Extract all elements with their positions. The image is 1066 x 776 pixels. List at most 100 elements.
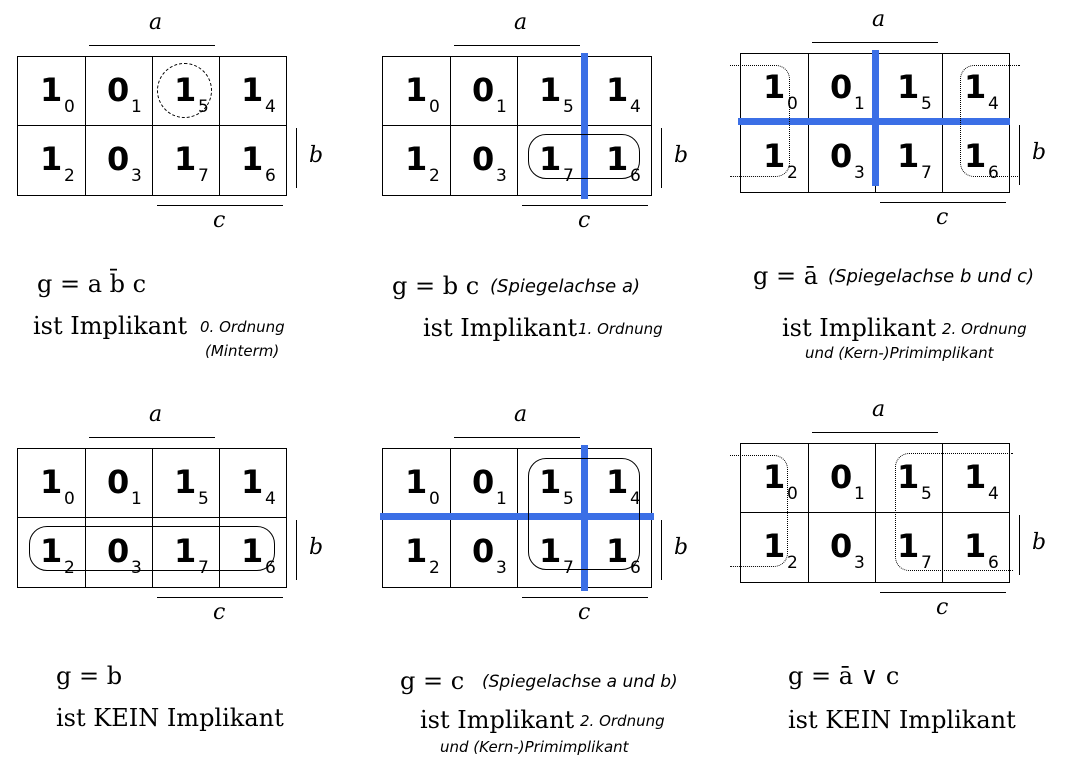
label-a: a	[514, 10, 528, 35]
cell-index: 5	[921, 94, 932, 114]
implicant-loop-left	[730, 65, 790, 177]
bar-c	[157, 597, 283, 598]
bar-c	[522, 205, 648, 206]
statement-1: ist Implikant	[33, 312, 188, 340]
cell-index: 2	[429, 558, 440, 578]
formula-5: g = c	[400, 667, 465, 695]
label-c: c	[578, 600, 591, 625]
label-a: a	[149, 402, 163, 427]
cell-value: 1	[763, 68, 786, 106]
cell-index: 1	[854, 94, 865, 114]
cell-index: 4	[988, 94, 999, 114]
cell-value: 1	[606, 71, 629, 109]
formula-note-5: (Spiegelachse a und b)	[482, 672, 678, 692]
cell-value: 1	[763, 458, 786, 496]
cell-value: 0	[830, 68, 853, 106]
cell-index: 2	[787, 163, 798, 183]
cell-index: 7	[921, 553, 932, 573]
cell-index: 3	[131, 166, 142, 186]
bar-b	[661, 128, 662, 188]
cell-value: 0	[107, 532, 130, 570]
statement-5: ist Implikant	[420, 706, 575, 734]
cell-index: 3	[854, 163, 865, 183]
cell-index: 1	[496, 97, 507, 117]
cell-value: 1	[405, 71, 428, 109]
cell-index: 0	[429, 97, 440, 117]
cell-value: 1	[897, 458, 920, 496]
cell-index: 5	[198, 489, 209, 509]
cell-index: 2	[787, 553, 798, 573]
cell-index: 7	[198, 166, 209, 186]
cell-value: 1	[405, 532, 428, 570]
cell-value: 1	[241, 140, 264, 178]
cell-index: 0	[787, 94, 798, 114]
bar-b	[1019, 125, 1020, 185]
cell-value: 1	[405, 463, 428, 501]
cell-value: 0	[472, 71, 495, 109]
cell-value: 1	[897, 527, 920, 565]
cell-index: 4	[630, 489, 641, 509]
order-note-1b: (Minterm)	[205, 342, 280, 360]
cell-index: 3	[131, 558, 142, 578]
label-c: c	[578, 208, 591, 233]
label-b: b	[674, 143, 689, 168]
grid-line	[18, 125, 286, 126]
grid-line	[152, 57, 153, 195]
bar-b	[1019, 515, 1020, 575]
minterm-circle	[157, 63, 212, 118]
loop-c	[895, 453, 1013, 571]
cell-index: 6	[988, 163, 999, 183]
label-a: a	[149, 10, 163, 35]
cell-value: 1	[964, 458, 987, 496]
cell-index: 3	[496, 558, 507, 578]
grid-line	[517, 57, 518, 195]
formula-note-2: (Spiegelachse a)	[490, 276, 641, 297]
cell-value: 0	[107, 463, 130, 501]
grid-line	[85, 57, 86, 195]
order-note-3b: und (Kern-)Primimplikant	[805, 344, 994, 362]
label-c: c	[213, 600, 226, 625]
grid-line	[219, 449, 220, 587]
grid-line	[85, 449, 86, 587]
cell-value: 1	[964, 527, 987, 565]
cell-index: 0	[64, 97, 75, 117]
cell-index: 6	[988, 553, 999, 573]
formula-note-3: (Spiegelachse b und c)	[828, 266, 1034, 287]
grid-line	[152, 449, 153, 587]
label-a: a	[872, 397, 886, 422]
statement-6: ist KEIN Implikant	[788, 706, 1016, 734]
cell-index: 3	[854, 553, 865, 573]
cell-index: 1	[496, 489, 507, 509]
label-a: a	[514, 402, 528, 427]
cell-value: 1	[241, 463, 264, 501]
grid-line	[219, 57, 220, 195]
order-note-5: 2. Ordnung	[580, 712, 665, 730]
cell-index: 1	[854, 484, 865, 504]
non-implicant-loop	[29, 526, 275, 571]
order-note-2: 1. Ordnung	[578, 320, 663, 338]
bar-a	[812, 42, 938, 43]
cell-index: 0	[64, 489, 75, 509]
implicant-loop	[528, 134, 640, 179]
grid-line	[450, 57, 451, 195]
cell-index: 0	[787, 484, 798, 504]
cell-index: 1	[131, 489, 142, 509]
cell-value: 1	[174, 140, 197, 178]
cell-index: 1	[131, 97, 142, 117]
cell-value: 0	[472, 532, 495, 570]
